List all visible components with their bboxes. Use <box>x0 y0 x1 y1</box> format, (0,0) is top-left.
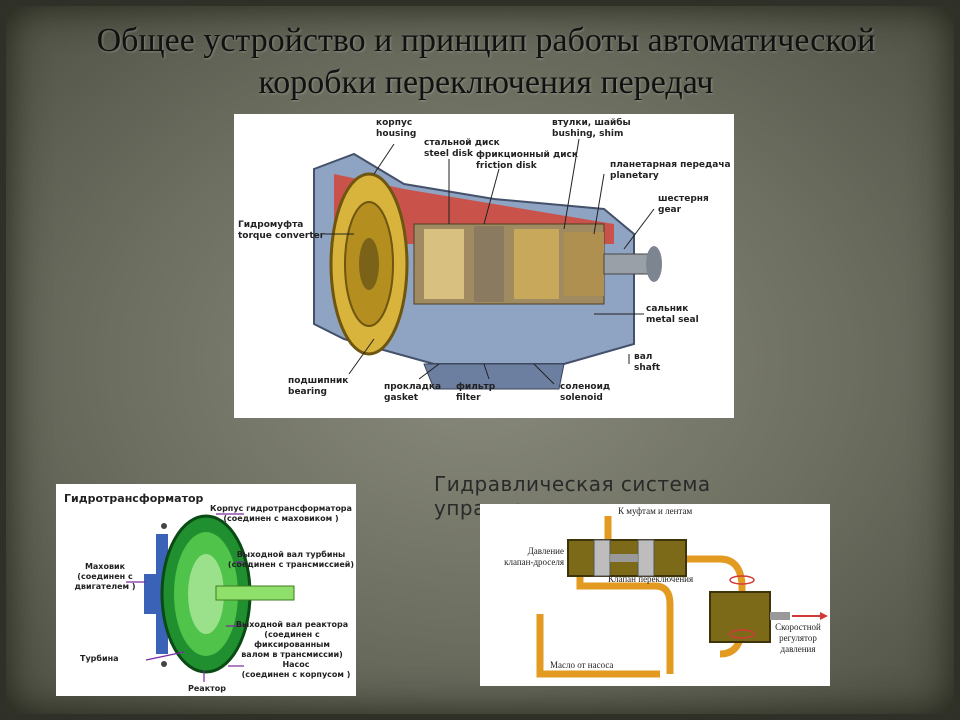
label-converter-housing-2: (соединен с маховиком ) <box>223 514 339 523</box>
label-gasket-en: gasket <box>384 393 419 403</box>
label-seal-ru: сальник <box>646 304 689 314</box>
label-seal-en: metal seal <box>646 315 699 325</box>
label-torque-converter: Гидромуфта torque converter <box>238 220 324 242</box>
label-reactor: Реактор <box>188 684 226 693</box>
label-seal: сальник metal seal <box>646 304 699 326</box>
label-converter-housing: Корпус гидротрансформатора (соединен с м… <box>206 504 356 524</box>
label-bearing-ru: подшипник <box>288 376 349 386</box>
label-flywheel-1: Маховик <box>84 562 126 571</box>
label-planetary-en: planetary <box>610 171 659 181</box>
torque-converter-figure: Гидротрансформатор Корпус гидротрансформ… <box>56 484 356 696</box>
label-speed-governor-3: давления <box>780 644 816 654</box>
label-speed-governor: Скоростной регулятор давления <box>768 622 828 655</box>
label-shift-valve: Клапан переключения <box>608 574 694 584</box>
label-shaft-en: shaft <box>634 363 661 373</box>
label-flywheel-3: двигателем ) <box>74 582 136 591</box>
label-gasket-ru: прокладка <box>384 382 442 392</box>
label-bearing: подшипник bearing <box>288 376 348 398</box>
label-filter: фильтр filter <box>456 382 495 404</box>
label-filter-en: filter <box>456 393 481 403</box>
label-gear: шестерня gear <box>658 194 709 216</box>
label-housing-en: housing <box>376 129 417 139</box>
label-reactor-shaft: Выходной вал реактора (соединен с фиксир… <box>228 620 356 660</box>
label-bushing-ru: втулки, шайбы <box>552 118 631 128</box>
label-pump-1: Насос <box>282 660 310 669</box>
label-pump-2: (соединен с корпусом ) <box>241 670 351 679</box>
label-reactor-shaft-2: (соединен с фиксированным <box>254 630 330 649</box>
label-gear-ru: шестерня <box>658 194 709 204</box>
label-shaft-ru: вал <box>634 352 653 362</box>
label-friction-disk-ru: фрикционный диск <box>476 150 578 160</box>
label-throttle-pressure-2: клапан-дроселя <box>504 557 564 567</box>
label-speed-governor-2: регулятор <box>779 633 817 643</box>
label-solenoid-en: solenoid <box>560 393 603 403</box>
label-steel-disk-ru: стальной диск <box>424 138 500 148</box>
label-solenoid-ru: соленоид <box>560 382 611 392</box>
label-gear-en: gear <box>658 205 682 215</box>
label-housing: корпус housing <box>376 118 416 140</box>
label-flywheel: Маховик (соединен с двигателем ) <box>62 562 148 592</box>
label-planetary: планетарная передача planetary <box>610 160 731 182</box>
label-bushing-en: bushing, shim <box>552 129 624 139</box>
label-turbine: Турбина <box>80 654 119 663</box>
label-steel-disk: стальной диск steel disk <box>424 138 500 160</box>
label-friction-disk-en: friction disk <box>476 161 537 171</box>
label-speed-governor-1: Скоростной <box>775 622 821 632</box>
label-reactor-shaft-1: Выходной вал реактора <box>235 620 349 629</box>
slide-title: Общее устройство и принцип работы автома… <box>96 22 876 101</box>
label-flywheel-2: (соединен с <box>77 572 133 581</box>
converter-heading: Гидротрансформатор <box>64 492 204 505</box>
hydraulic-illustration <box>536 516 828 678</box>
label-torque-en: torque converter <box>238 231 325 241</box>
label-turbine-shaft-1: Выходной вал турбины <box>236 550 346 559</box>
label-planetary-ru: планетарная передача <box>610 160 731 170</box>
transmission-figure: корпус housing стальной диск steel disk … <box>234 114 734 418</box>
transmission-illustration <box>313 138 662 390</box>
label-housing-ru: корпус <box>376 118 413 128</box>
torque-converter-illustration <box>126 513 295 682</box>
label-turbine-shaft-2: (соединен с трансмиссией) <box>227 560 355 569</box>
label-shaft: вал shaft <box>634 352 660 374</box>
hydraulic-figure: К муфтам и лентам Давление клапан-дросел… <box>480 504 830 686</box>
label-throttle-pressure: Давление клапан-дроселя <box>484 546 564 568</box>
label-pump-oil: Масло от насоса <box>550 660 614 670</box>
label-turbine-shaft: Выходной вал турбины (соединен с трансми… <box>226 550 356 570</box>
slide-background: Общее устройство и принцип работы автома… <box>6 6 954 714</box>
label-torque-ru: Гидромуфта <box>238 220 304 230</box>
label-friction-disk: фрикционный диск friction disk <box>476 150 578 172</box>
label-converter-housing-1: Корпус гидротрансформатора <box>210 504 352 513</box>
label-bearing-en: bearing <box>288 387 327 397</box>
label-solenoid: соленоид solenoid <box>560 382 610 404</box>
label-reactor-shaft-3: валом в трансмиссии) <box>241 650 343 659</box>
label-filter-ru: фильтр <box>456 382 496 392</box>
label-gasket: прокладка gasket <box>384 382 441 404</box>
label-pump: Насос (соединен с корпусом ) <box>236 660 356 680</box>
label-throttle-pressure-1: Давление <box>527 546 564 556</box>
label-bushing: втулки, шайбы bushing, shim <box>552 118 631 140</box>
label-steel-disk-en: steel disk <box>424 149 473 159</box>
label-to-clutches: К муфтам и лентам <box>618 506 693 516</box>
